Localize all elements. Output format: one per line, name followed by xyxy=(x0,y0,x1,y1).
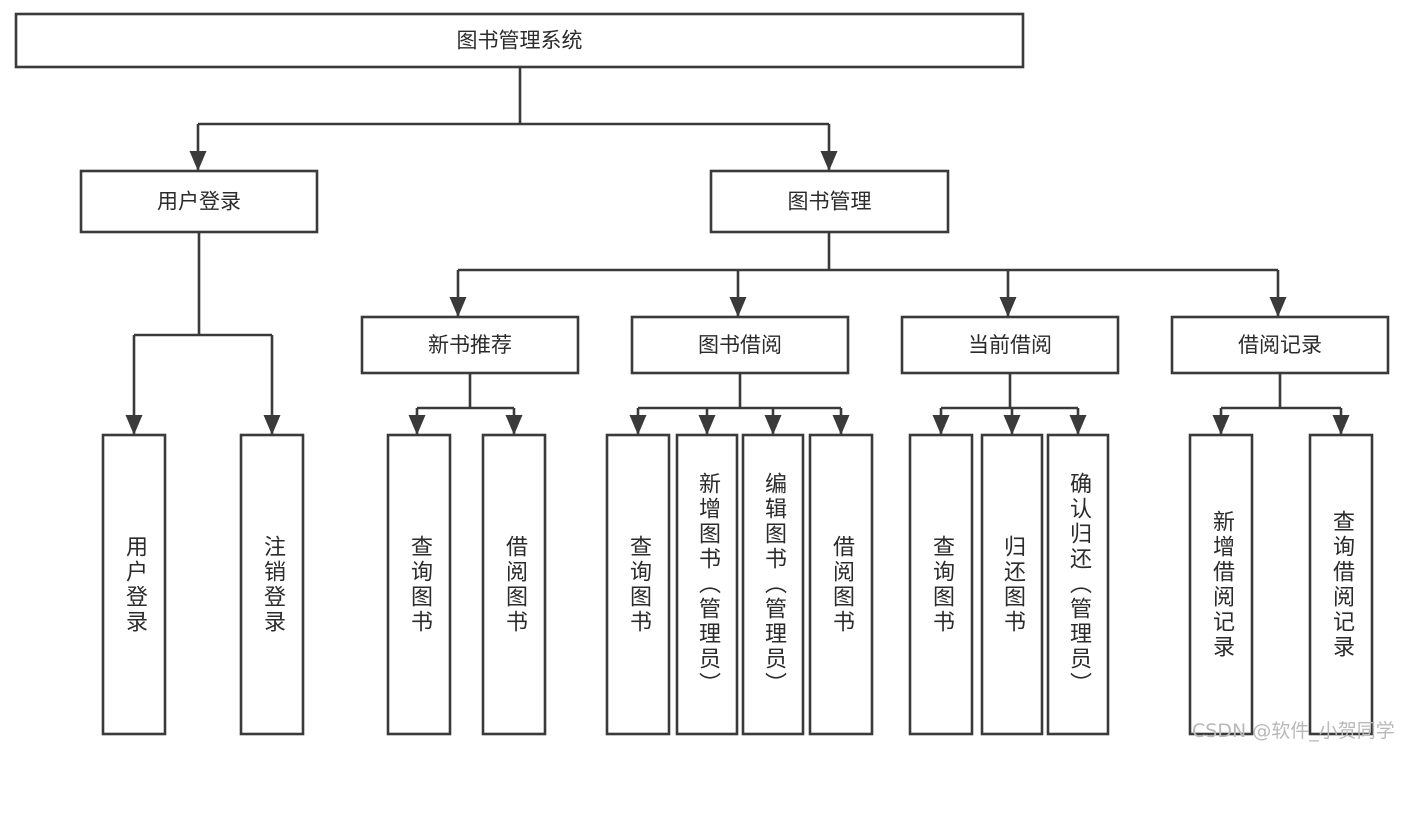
node-book-borrow[interactable] xyxy=(630,315,850,375)
node-leaf-query-book-3-rect xyxy=(908,433,974,736)
node-new-book-rec[interactable] xyxy=(360,315,580,375)
node-leaf-query-book-1[interactable] xyxy=(386,433,452,736)
group-book-borrow-drop-2-arrow-icon xyxy=(764,415,782,435)
group-book-borrow-drop-1-arrow-icon xyxy=(698,415,716,435)
node-leaf-confirm-return[interactable] xyxy=(1046,433,1110,736)
node-leaf-query-book-2[interactable] xyxy=(605,433,671,736)
node-leaf-query-record[interactable] xyxy=(1308,433,1374,736)
node-leaf-add-book[interactable] xyxy=(675,433,739,736)
node-root[interactable] xyxy=(14,12,1025,69)
node-leaf-edit-book-rect xyxy=(741,433,805,736)
node-label-current-borrow: 当前借阅 xyxy=(968,333,1052,357)
node-leaf-query-book-2-rect xyxy=(605,433,671,736)
node-label-new-book-rec: 新书推荐 xyxy=(428,333,512,357)
node-leaf-borrow-book-2-rect xyxy=(808,433,874,736)
root-drop-1-arrow-icon xyxy=(820,151,838,171)
node-leaf-user-login[interactable] xyxy=(101,433,167,736)
node-book-manage[interactable] xyxy=(709,169,950,234)
book-manage-drop-3-arrow-icon xyxy=(1269,297,1287,317)
group-book-borrow-drop-3-arrow-icon xyxy=(832,415,850,435)
node-leaf-user-login-rect xyxy=(101,433,167,736)
group-new-book-rec-drop-1-arrow-icon xyxy=(505,415,523,435)
user-login-drop-0-arrow-icon xyxy=(125,415,143,435)
group-borrow-record-drop-1-arrow-icon xyxy=(1332,415,1350,435)
node-leaf-borrow-book-1-rect xyxy=(481,433,547,736)
node-label-book-borrow: 图书借阅 xyxy=(698,333,782,357)
root-drop-0-arrow-icon xyxy=(189,151,207,171)
group-current-borrow-drop-1-arrow-icon xyxy=(1003,415,1021,435)
node-borrow-record-rect xyxy=(1170,315,1390,375)
node-leaf-borrow-book-2[interactable] xyxy=(808,433,874,736)
node-current-borrow[interactable] xyxy=(900,315,1120,375)
node-root-rect xyxy=(14,12,1025,69)
node-leaf-query-book-1-rect xyxy=(386,433,452,736)
group-book-borrow-drop-0-arrow-icon xyxy=(629,415,647,435)
node-book-borrow-rect xyxy=(630,315,850,375)
node-leaf-user-logout[interactable] xyxy=(239,433,305,736)
node-leaf-borrow-book-1[interactable] xyxy=(481,433,547,736)
node-leaf-add-book-rect xyxy=(675,433,739,736)
node-borrow-record[interactable] xyxy=(1170,315,1390,375)
flowchart-canvas: 图书管理系统用户登录图书管理新书推荐图书借阅当前借阅借阅记录 用户登录注销登录查… xyxy=(14,12,1395,742)
node-leaf-return-book-rect xyxy=(980,433,1044,736)
node-leaf-confirm-return-rect xyxy=(1046,433,1110,736)
node-leaf-return-book[interactable] xyxy=(980,433,1044,736)
node-book-manage-rect xyxy=(709,169,950,234)
node-label-book-manage: 图书管理 xyxy=(788,190,872,214)
node-leaf-query-book-3[interactable] xyxy=(908,433,974,736)
book-manage-drop-1-arrow-icon xyxy=(729,297,747,317)
node-new-book-rec-rect xyxy=(360,315,580,375)
node-leaf-add-record-rect xyxy=(1188,433,1254,736)
user-login-drop-1-arrow-icon xyxy=(263,415,281,435)
node-leaf-user-logout-rect xyxy=(239,433,305,736)
node-current-borrow-rect xyxy=(900,315,1120,375)
group-current-borrow-drop-2-arrow-icon xyxy=(1069,415,1087,435)
node-leaf-add-record[interactable] xyxy=(1188,433,1254,736)
book-manage-drop-0-arrow-icon xyxy=(449,297,467,317)
book-manage-drop-2-arrow-icon xyxy=(999,297,1017,317)
node-label-borrow-record: 借阅记录 xyxy=(1238,333,1322,357)
group-current-borrow-drop-0-arrow-icon xyxy=(932,415,950,435)
node-leaf-edit-book[interactable] xyxy=(741,433,805,736)
group-new-book-rec-drop-0-arrow-icon xyxy=(408,415,426,435)
node-label-root: 图书管理系统 xyxy=(457,29,583,53)
node-label-user-login: 用户登录 xyxy=(157,190,241,214)
node-leaf-query-record-rect xyxy=(1308,433,1374,736)
group-borrow-record-drop-0-arrow-icon xyxy=(1212,415,1230,435)
